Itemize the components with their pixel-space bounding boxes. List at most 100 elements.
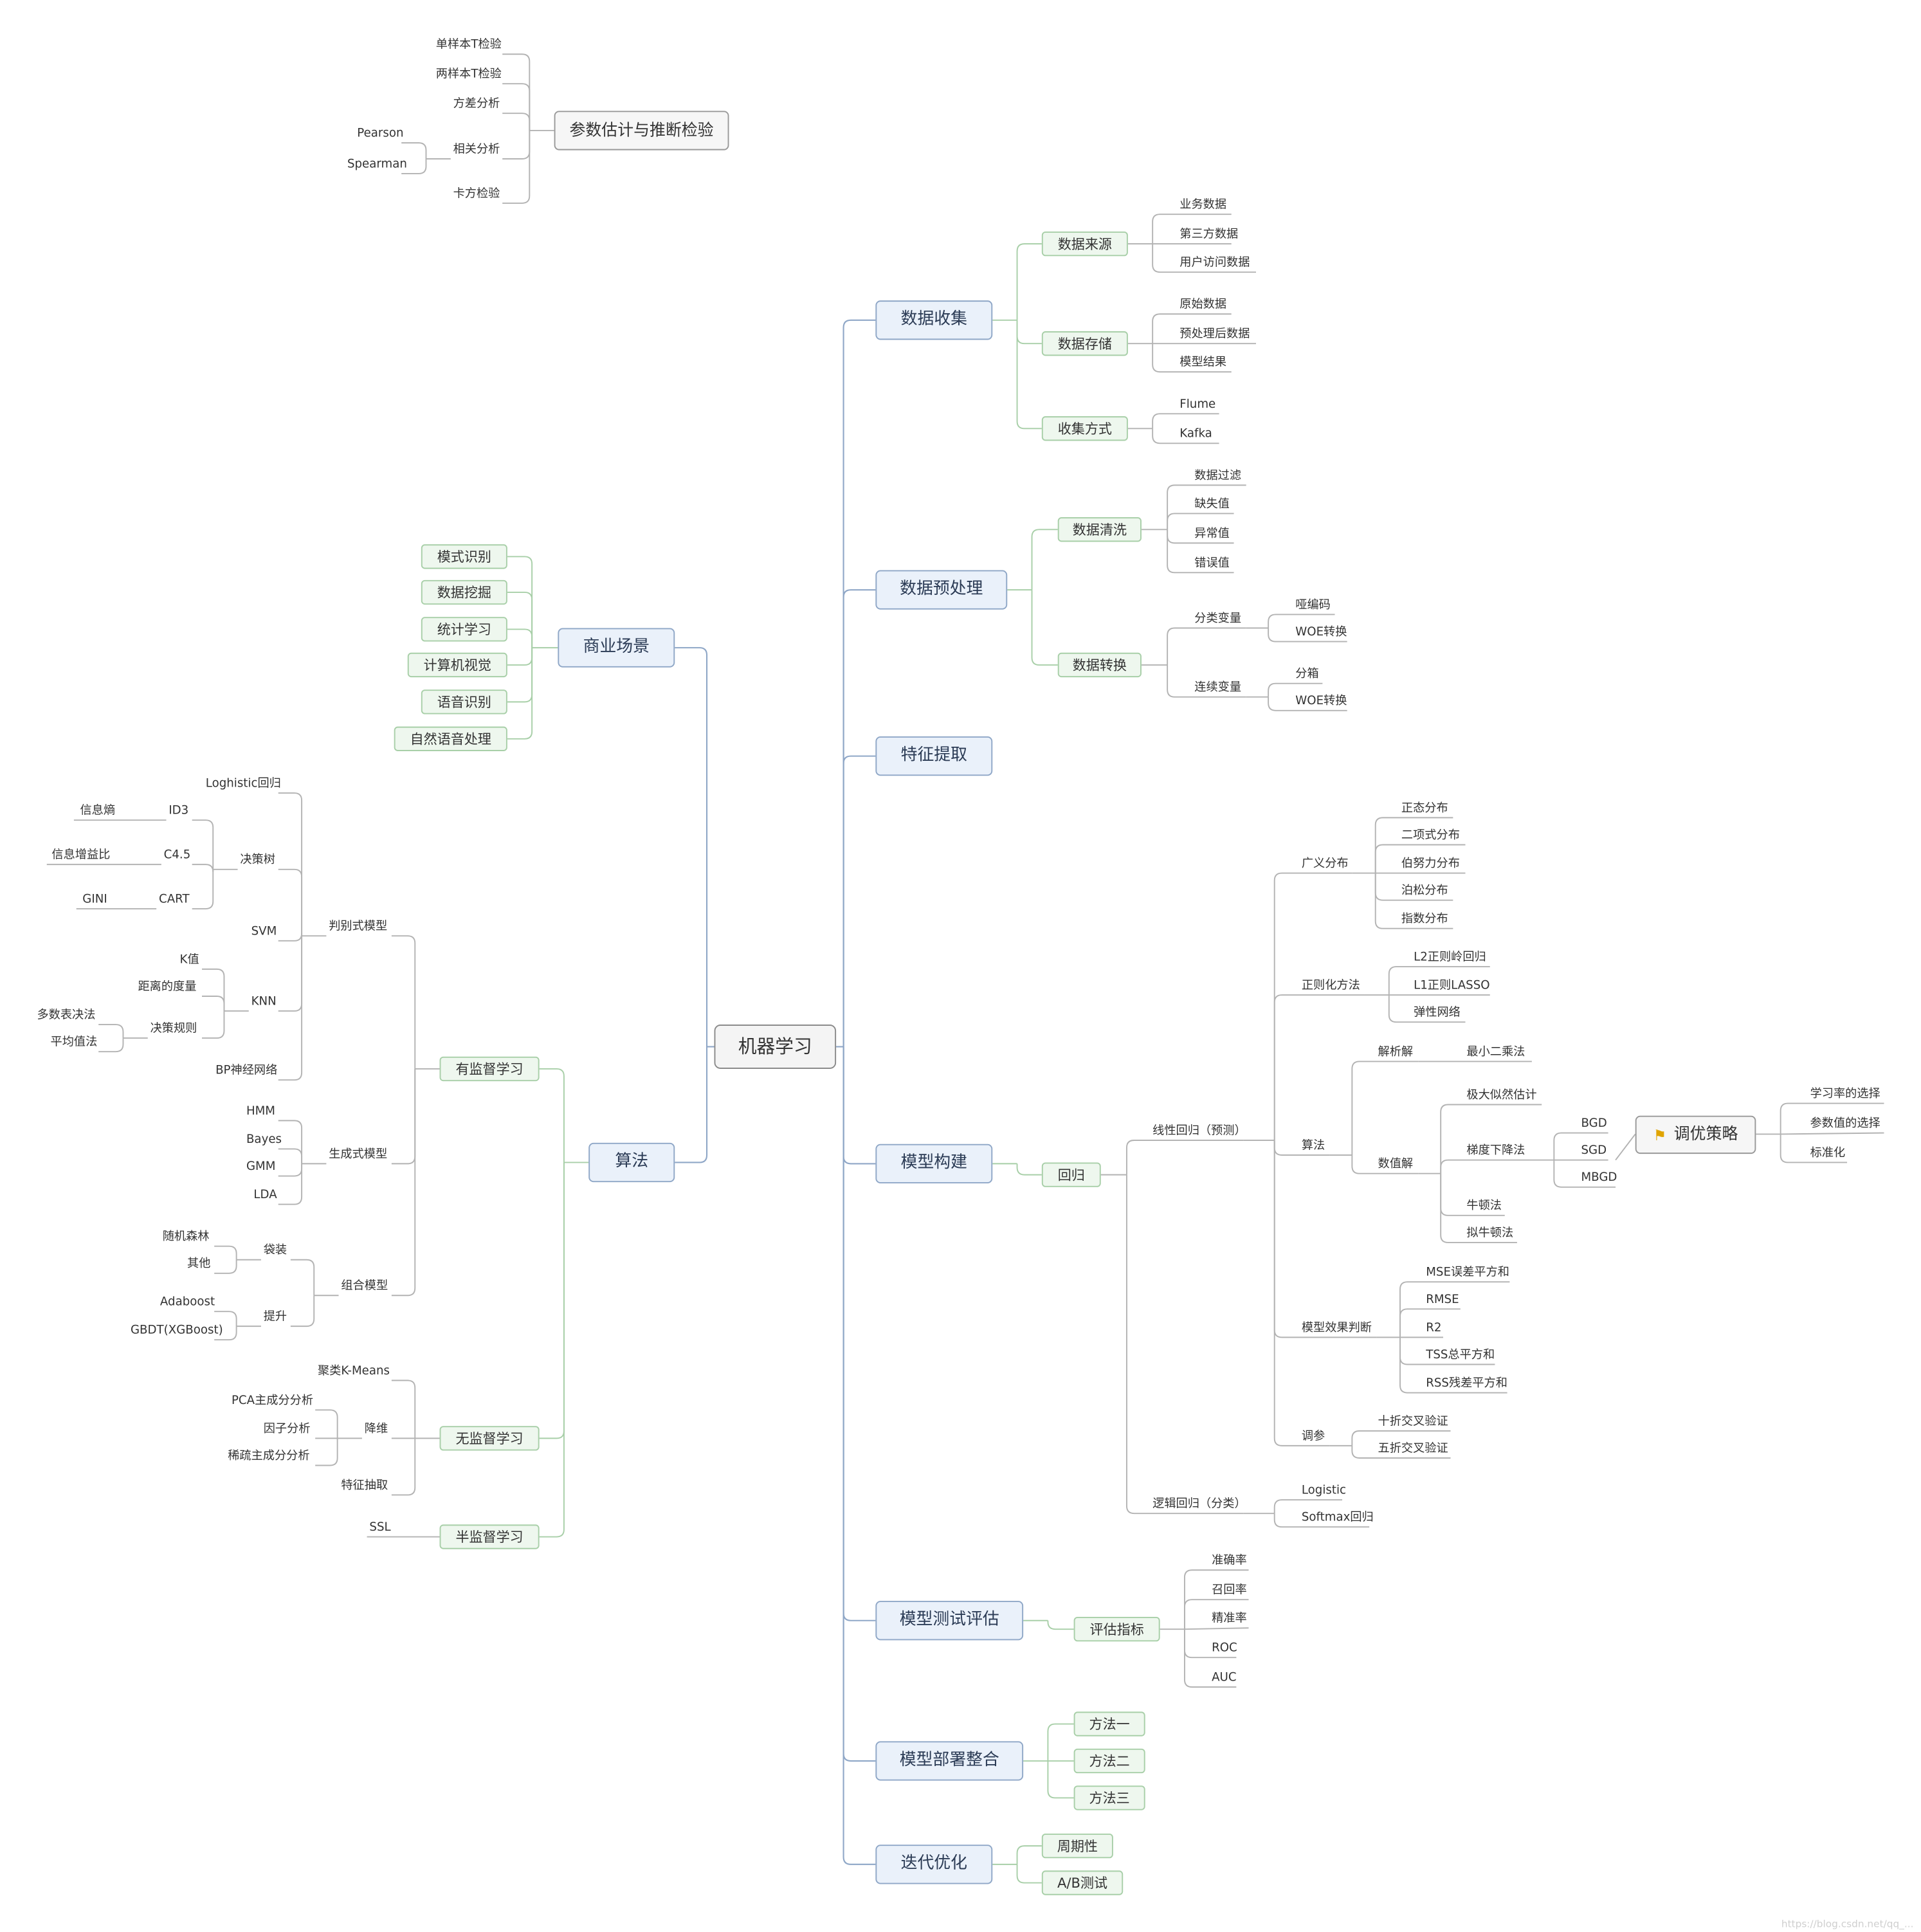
connector-line xyxy=(842,755,876,1047)
knn-item: K值 xyxy=(179,952,199,967)
gen-item: Bayes xyxy=(246,1133,282,1147)
collect-sub[interactable]: 数据存储 xyxy=(1041,331,1128,356)
connector-line xyxy=(1125,1140,1244,1175)
connector-line xyxy=(1553,1132,1608,1160)
connector-line xyxy=(1016,1163,1042,1176)
prep-sub[interactable]: 数据转换 xyxy=(1057,652,1142,678)
gen-item: LDA xyxy=(253,1188,277,1202)
unsup-item: 聚类K-Means xyxy=(317,1364,390,1378)
connector-line xyxy=(1440,1159,1530,1174)
connector-line xyxy=(192,864,214,872)
prep-node[interactable]: 数据预处理 xyxy=(875,570,1008,610)
biz-item[interactable]: 计算机视觉 xyxy=(407,652,507,678)
algo-sub[interactable]: 半监督学习 xyxy=(439,1524,540,1549)
corr-item: Pearson xyxy=(357,127,404,141)
algo-sub[interactable]: 有监督学习 xyxy=(439,1056,540,1082)
lin-item: 广义分布 xyxy=(1301,857,1349,871)
iter-node[interactable]: 迭代优化 xyxy=(875,1845,993,1884)
metric-item: ROC xyxy=(1212,1641,1237,1655)
connector-line xyxy=(1167,529,1234,574)
gen-item: HMM xyxy=(246,1104,276,1118)
rule-item: 平均值法 xyxy=(50,1035,98,1050)
connector-line xyxy=(507,556,533,648)
build-node[interactable]: 模型构建 xyxy=(875,1144,993,1184)
biz-item[interactable]: 数据挖掘 xyxy=(421,579,507,605)
metric-item: 精准率 xyxy=(1212,1612,1247,1626)
eval-item: TSS总平方和 xyxy=(1426,1348,1495,1362)
deploy-item[interactable]: 方法一 xyxy=(1073,1711,1145,1736)
connector-line xyxy=(1273,1513,1370,1528)
connector-line xyxy=(1152,413,1219,429)
bag-item: 其他 xyxy=(187,1257,211,1271)
deploy-node[interactable]: 模型部署整合 xyxy=(875,1741,1024,1781)
trans-item: 分类变量 xyxy=(1194,612,1242,626)
deploy-item[interactable]: 方法三 xyxy=(1073,1785,1145,1810)
ens-node: 组合模型 xyxy=(341,1279,388,1293)
test-node[interactable]: 模型测试评估 xyxy=(875,1601,1024,1641)
tune-node[interactable]: ⚑ 调优策略 xyxy=(1635,1115,1756,1154)
method-item: Flume xyxy=(1179,397,1216,412)
connector-line xyxy=(202,968,225,1011)
collect-sub[interactable]: 收集方式 xyxy=(1041,416,1128,441)
connector-line xyxy=(391,1438,416,1496)
biz-item[interactable]: 语音识别 xyxy=(421,689,507,715)
connector-line xyxy=(842,1046,876,1165)
collect-sub[interactable]: 数据来源 xyxy=(1041,231,1128,257)
connector-line xyxy=(1047,1620,1074,1630)
cat-item: WOE转换 xyxy=(1295,625,1347,639)
metric-item: 召回率 xyxy=(1212,1583,1247,1598)
algo-node[interactable]: 算法 xyxy=(588,1142,675,1183)
connector-line xyxy=(1125,1174,1244,1515)
eval-item: MSE误差平方和 xyxy=(1426,1266,1509,1280)
metric-node[interactable]: 评估指标 xyxy=(1073,1617,1160,1642)
reg-node[interactable]: 回归 xyxy=(1041,1162,1101,1187)
connector-line xyxy=(278,936,303,1012)
root-node[interactable]: 机器学习 xyxy=(714,1025,837,1069)
prep-sub[interactable]: 数据清洗 xyxy=(1057,517,1142,542)
connector-line xyxy=(1167,664,1246,698)
connector-line xyxy=(1351,1154,1419,1174)
connector-line xyxy=(290,1295,315,1327)
connector-line xyxy=(278,868,303,936)
connector-line xyxy=(1047,1723,1074,1762)
connector-line xyxy=(1615,1133,1636,1161)
gd-item: SGD xyxy=(1581,1144,1607,1158)
param-node[interactable]: 参数估计与推断检验 xyxy=(554,111,729,150)
connector-line xyxy=(1553,1160,1616,1188)
connector-line xyxy=(1374,844,1466,873)
connector-line xyxy=(1273,1140,1330,1446)
deploy-item[interactable]: 方法二 xyxy=(1073,1748,1145,1774)
rule-item: 多数表决法 xyxy=(37,1008,96,1023)
algo-sub[interactable]: 无监督学习 xyxy=(439,1426,540,1451)
biz-item[interactable]: 自然语音处理 xyxy=(394,726,507,751)
collect-node[interactable]: 数据收集 xyxy=(875,300,993,340)
connector-line xyxy=(1374,817,1453,873)
biz-item[interactable]: 统计学习 xyxy=(421,617,507,642)
disc-item: Loghistic回归 xyxy=(205,777,281,791)
biz-item[interactable]: 模式识别 xyxy=(421,544,507,569)
biz-node[interactable]: 商业场景 xyxy=(558,628,675,668)
connector-line xyxy=(214,1259,237,1274)
ana-item: 最小二乘法 xyxy=(1466,1045,1525,1059)
feature-node[interactable]: 特征提取 xyxy=(875,736,993,776)
flag-icon: ⚑ xyxy=(1653,1125,1667,1144)
regu-item: L2正则岭回归 xyxy=(1414,951,1486,965)
connector-line xyxy=(842,1046,876,1762)
num-item: 拟牛顿法 xyxy=(1466,1226,1514,1241)
connector-line xyxy=(675,1046,708,1163)
iter-item[interactable]: A/B测试 xyxy=(1041,1870,1124,1895)
lin-item: 算法 xyxy=(1301,1139,1325,1153)
tree-crit: 信息熵 xyxy=(80,804,116,818)
connector-line xyxy=(502,113,531,131)
connector-line xyxy=(842,1046,876,1621)
connector-line xyxy=(1183,1569,1249,1630)
source-item: 第三方数据 xyxy=(1179,228,1239,242)
alg-item: 数值解 xyxy=(1378,1157,1414,1171)
iter-item[interactable]: 周期性 xyxy=(1041,1833,1113,1859)
param-item: 相关分析 xyxy=(453,143,500,157)
connector-line xyxy=(1184,1627,1249,1630)
watermark: https://blog.csdn.net/qq_... xyxy=(1781,1918,1914,1930)
connector-line xyxy=(1183,1629,1237,1688)
connector-line xyxy=(1780,1134,1848,1163)
